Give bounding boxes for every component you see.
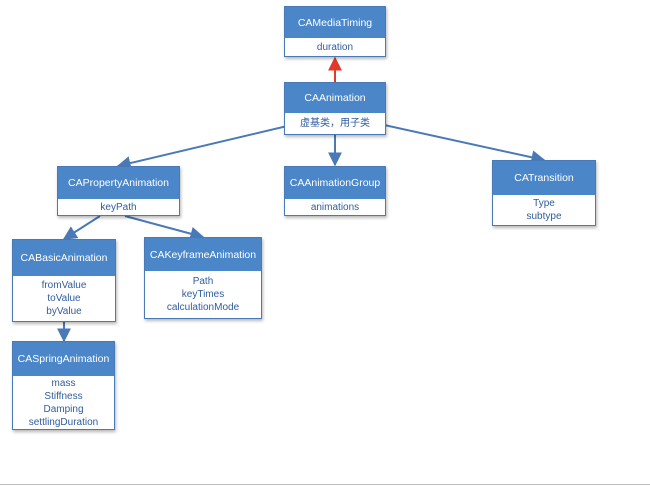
node-catransition: CATransition Type subtype <box>492 160 596 226</box>
node-title: CAPropertyAnimation <box>58 167 179 199</box>
node-property: keyPath <box>100 201 137 213</box>
node-title: CAAnimation <box>285 83 385 113</box>
node-property: toValue <box>47 293 81 304</box>
node-title: CATransition <box>493 161 595 195</box>
node-capropertyanimation: CAPropertyAnimation keyPath <box>57 166 180 216</box>
node-caspringanimation: CASpringAnimation mass Stiffness Damping… <box>12 341 115 430</box>
node-property: keyTimes <box>181 289 225 300</box>
edge-caPropertyAnimation-to-caKeyframeAnimation <box>124 215 205 241</box>
node-caanimation: CAAnimation 虚基类，用子类 <box>284 82 386 135</box>
node-body: mass Stiffness Damping settlingDuration <box>13 376 114 429</box>
node-body: keyPath <box>58 199 179 215</box>
node-property: duration <box>316 41 354 53</box>
edge-caAnimation-to-caPropertyAnimation <box>116 122 301 170</box>
node-body: Type subtype <box>493 195 595 225</box>
bottom-divider <box>0 484 650 485</box>
edge-caPropertyAnimation-to-caBasicAnimation <box>62 215 101 240</box>
node-property: settlingDuration <box>28 416 99 428</box>
node-camediatiming: CAMediaTiming duration <box>284 6 386 57</box>
node-body: animations <box>285 199 385 215</box>
node-property: Type <box>533 198 555 209</box>
node-title: CAKeyframeAnimation <box>145 238 261 271</box>
edge-caAnimation-to-caTransition <box>374 122 546 165</box>
node-title: CASpringAnimation <box>13 342 114 376</box>
node-property: Damping <box>43 403 84 415</box>
node-title: CAMediaTiming <box>285 7 385 38</box>
node-property: subtype <box>526 211 562 222</box>
node-cabasicanimation: CABasicAnimation fromValue toValue byVal… <box>12 239 116 322</box>
node-body: fromValue toValue byValue <box>13 276 115 321</box>
node-body: 虚基类，用子类 <box>285 113 385 134</box>
node-title: CABasicAnimation <box>13 240 115 276</box>
node-property: animations <box>310 201 360 213</box>
node-property: 虚基类，用子类 <box>300 118 370 129</box>
node-cakeyframeanimation: CAKeyframeAnimation Path keyTimes calcul… <box>144 237 262 319</box>
node-property: Stiffness <box>44 390 83 402</box>
node-caanimationgroup: CAAnimationGroup animations <box>284 166 386 216</box>
node-body: duration <box>285 38 385 56</box>
node-title: CAAnimationGroup <box>285 167 385 199</box>
node-property: Path <box>192 276 214 287</box>
node-property: calculationMode <box>166 302 240 313</box>
node-property: mass <box>51 377 76 389</box>
node-body: Path keyTimes calculationMode <box>145 271 261 318</box>
node-property: byValue <box>46 306 82 317</box>
node-property: fromValue <box>41 280 87 291</box>
